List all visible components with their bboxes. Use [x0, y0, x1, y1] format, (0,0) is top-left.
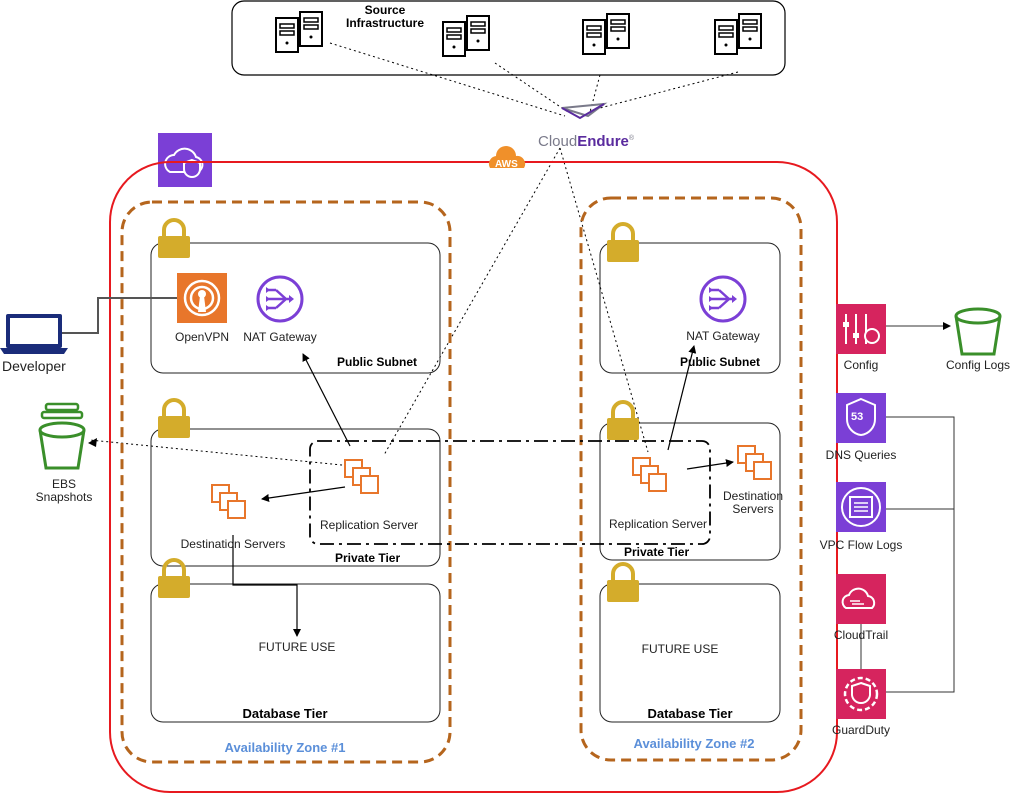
replication-group-border	[309, 440, 711, 545]
monitoring-connectors	[860, 322, 955, 693]
developer-vpn-connector	[62, 297, 177, 334]
az2-destination-label: Destination Servers	[722, 489, 784, 516]
az2-public-subnet-label: Public Subnet	[680, 355, 761, 369]
aws-region-border	[109, 161, 838, 793]
vpc-flow-logs-label: VPC Flow Logs	[819, 538, 903, 552]
aws-badge-label: AWS	[495, 159, 518, 170]
config-logs-bucket-icon	[954, 307, 1002, 356]
lock-icon	[605, 400, 641, 442]
availability-zone-2-border	[579, 196, 803, 762]
nat-gateway-icon	[699, 275, 747, 323]
source-server-icon	[582, 13, 630, 55]
cloudendure-logo-icon	[561, 102, 608, 118]
config-label: Config	[843, 358, 879, 372]
dns-queries-label: DNS Queries	[825, 448, 897, 462]
az1-database-tier-label: Database Tier	[242, 706, 328, 721]
az1-private-tier-label: Private Tier	[335, 551, 401, 565]
developer-label: Developer	[2, 358, 66, 374]
az1-public-subnet-box	[150, 242, 441, 374]
config-logs-label: Config Logs	[945, 358, 1011, 372]
dns-badge-53: 53	[851, 411, 864, 423]
nat-gateway-icon	[256, 275, 304, 323]
az2-private-tier-label: Private Tier	[624, 545, 690, 559]
lock-icon	[605, 562, 641, 604]
az2-public-subnet-box	[599, 242, 781, 374]
lock-icon	[156, 218, 192, 260]
cloudtrail-label: CloudTrail	[833, 628, 889, 642]
lock-icon	[605, 222, 641, 264]
destination-servers-icon	[737, 445, 772, 480]
cloudendure-mark: ®	[628, 135, 635, 142]
cloudtrail-icon	[836, 574, 886, 624]
cloudendure-part1: Cloud	[538, 133, 578, 150]
cloudendure-wordmark: CloudEndure®	[538, 132, 635, 150]
source-server-icon	[442, 15, 490, 57]
az1-replication-label: Replication Server	[319, 518, 419, 532]
az2-future-use-label: FUTURE USE	[641, 642, 719, 656]
guardduty-icon	[836, 669, 886, 719]
guardduty-label: GuardDuty	[831, 723, 891, 737]
az2-private-tier-box	[599, 422, 781, 561]
ebs-snapshots-bucket-icon	[38, 421, 86, 470]
source-infrastructure-box	[231, 0, 786, 76]
source-server-icon	[714, 13, 762, 55]
replication-server-icon	[344, 459, 379, 494]
availability-zone-1-border	[120, 200, 452, 764]
availability-zone-2-label: Availability Zone #2	[633, 736, 755, 751]
availability-zone-1-label: Availability Zone #1	[224, 740, 346, 755]
lock-icon	[156, 398, 192, 440]
cloudendure-part2: Endure	[577, 133, 629, 150]
source-server-icon	[275, 11, 323, 53]
source-infrastructure-title: Source Infrastructure	[346, 3, 425, 30]
ebs-snapshots-label: EBS Snapshots	[35, 477, 93, 504]
az1-future-use-label: FUTURE USE	[258, 640, 336, 654]
az2-nat-label: NAT Gateway	[686, 329, 760, 343]
az2-database-tier-label: Database Tier	[647, 706, 733, 721]
destination-servers-icon	[211, 484, 246, 519]
az2-replication-label: Replication Server	[608, 517, 708, 531]
az1-destination-label: Destination Servers	[180, 537, 286, 551]
config-icon	[836, 304, 886, 354]
az2-database-tier-box	[599, 583, 781, 723]
az1-database-tier-box	[150, 583, 441, 723]
az1-nat-label: NAT Gateway	[243, 330, 317, 344]
az1-public-subnet-label: Public Subnet	[337, 355, 418, 369]
az1-private-tier-box	[150, 428, 441, 567]
replication-server-icon	[632, 457, 667, 492]
aws-cloud-badge	[488, 146, 526, 168]
openvpn-label: OpenVPN	[174, 330, 230, 344]
